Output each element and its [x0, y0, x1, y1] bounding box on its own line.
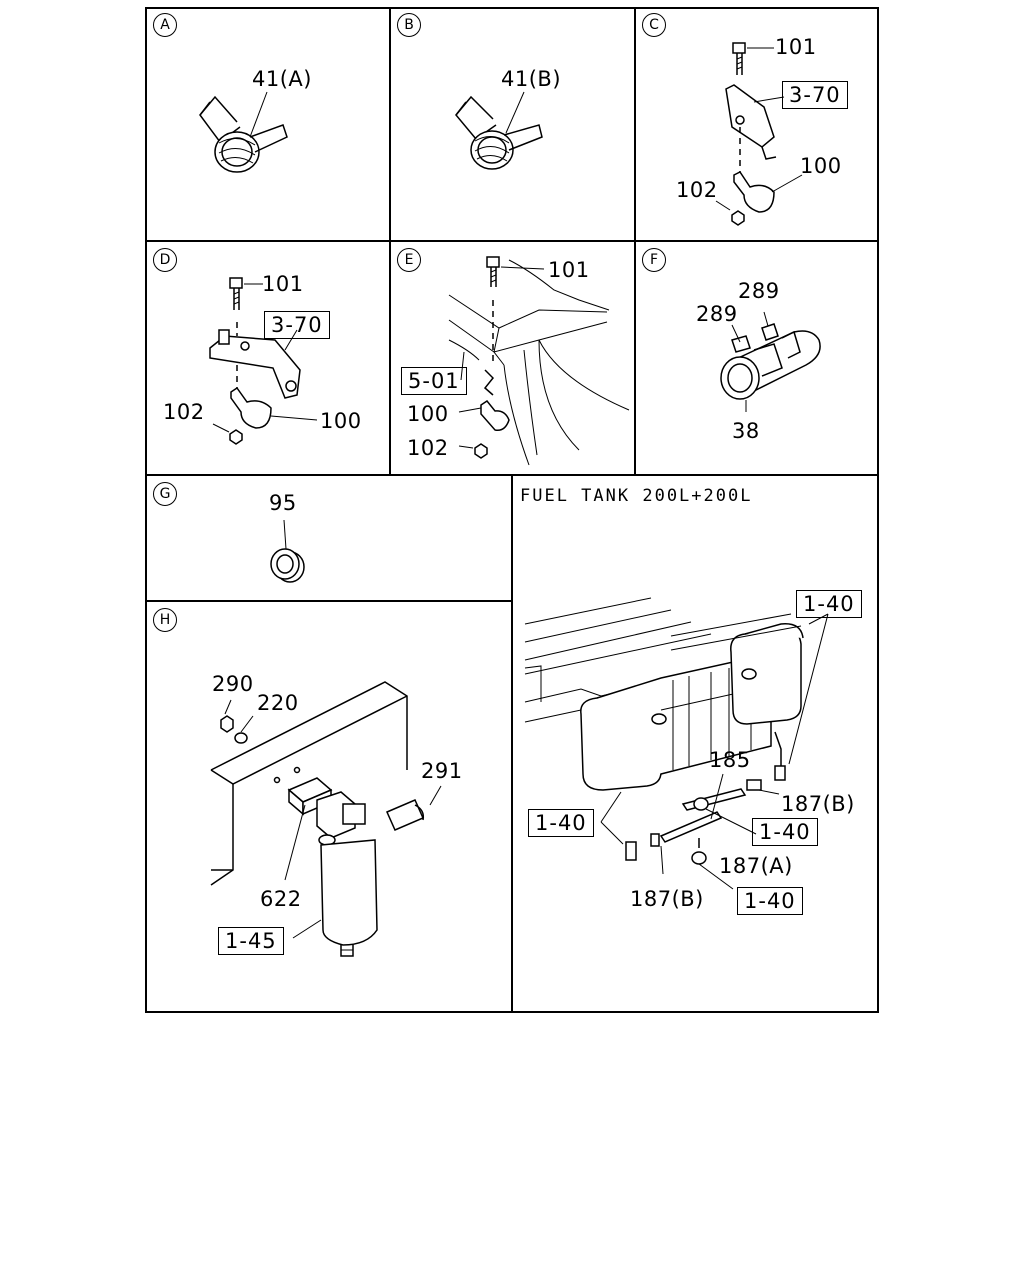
col-divider-2 [634, 7, 636, 474]
part-185-label: 185 [709, 748, 751, 772]
part-95-label: 95 [269, 491, 297, 515]
hose-joint-f-drawing [720, 311, 821, 412]
panel-a-letter: A [153, 13, 177, 37]
panel-h: H 290 220 291 622 1-45 [145, 600, 511, 1013]
fuel-tank-title: FUEL TANK 200L+200L [520, 486, 753, 506]
grommet-g-drawing [270, 519, 305, 583]
ref-1-40-mid-box[interactable]: 1-40 [752, 818, 818, 846]
part-100-label: 100 [407, 402, 449, 426]
row-divider-1 [145, 240, 879, 242]
part-102-label: 102 [163, 400, 205, 424]
part-187b-right-label: 187(B) [781, 792, 855, 816]
panel-fuel-tank: FUEL TANK 200L+200L 1-40 185 187( [511, 474, 879, 1013]
panel-a: A 41(A) [145, 7, 389, 240]
part-289-left-label: 289 [696, 302, 738, 326]
panel-b-letter: B [397, 13, 421, 37]
panel-e: E 101 5-01 100 102 [389, 240, 634, 474]
ref-1-45-box[interactable]: 1-45 [218, 927, 284, 955]
panel-f-letter: F [642, 248, 666, 272]
bracket-clip-c-drawing [715, 42, 803, 226]
part-100-label: 100 [320, 409, 362, 433]
panel-b: B 41(B) [389, 7, 634, 240]
ref-3-70-box[interactable]: 3-70 [264, 311, 330, 339]
ref-1-40-left-box[interactable]: 1-40 [528, 809, 594, 837]
part-289-top-label: 289 [738, 279, 780, 303]
hose-clamp-a-drawing [199, 91, 288, 173]
panel-d: D 101 3-70 102 100 [145, 240, 389, 474]
col-divider-1 [389, 7, 391, 474]
part-622-label: 622 [260, 887, 302, 911]
panel-e-letter: E [397, 248, 421, 272]
fuel-filter-h-drawing [210, 681, 442, 957]
part-187b-left-label: 187(B) [630, 887, 704, 911]
panel-d-letter: D [153, 248, 177, 272]
frame-clip-e-drawing [448, 256, 630, 466]
part-220-label: 220 [257, 691, 299, 715]
fuel-tank-drawing [524, 597, 829, 890]
g-h-divider [145, 600, 512, 602]
ref-3-70-box[interactable]: 3-70 [782, 81, 848, 109]
panel-g-letter: G [153, 482, 177, 506]
ref-5-01-box[interactable]: 5-01 [401, 367, 467, 395]
panel-h-letter: H [153, 608, 177, 632]
part-290-label: 290 [212, 672, 254, 696]
bracket-clip-d-drawing [209, 277, 318, 445]
part-101-label: 101 [262, 272, 304, 296]
hose-clamp-b-drawing [455, 91, 543, 170]
panel-c-letter: C [642, 13, 666, 37]
part-291-label: 291 [421, 759, 463, 783]
part-102-label: 102 [407, 436, 449, 460]
part-41b-label: 41(B) [501, 67, 562, 91]
part-41a-label: 41(A) [252, 67, 312, 91]
ref-1-40-bottom-box[interactable]: 1-40 [737, 887, 803, 915]
part-38-label: 38 [732, 419, 760, 443]
ref-1-40-top-box[interactable]: 1-40 [796, 590, 862, 618]
panel-c: C 101 3-70 100 102 [634, 7, 879, 240]
part-101-label: 101 [775, 35, 817, 59]
lower-col-divider [511, 474, 513, 1013]
part-101-label: 101 [548, 258, 590, 282]
panel-g: G 95 [145, 474, 511, 600]
panel-f: F 289 289 38 [634, 240, 879, 474]
part-100-label: 100 [800, 154, 842, 178]
part-102-label: 102 [676, 178, 718, 202]
part-187a-label: 187(A) [719, 854, 793, 878]
